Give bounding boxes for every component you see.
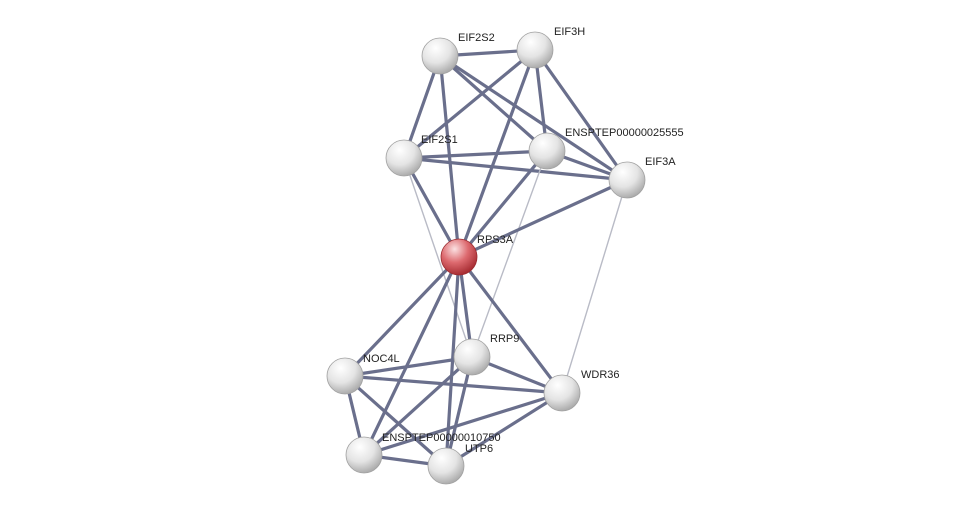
edge-rps3a-ensptep00000010750 <box>362 255 461 457</box>
node-label-eif2s2: EIF2S2 <box>458 32 495 44</box>
edge-noc4l-utp6 <box>343 374 448 468</box>
node-label-utp6: UTP6 <box>465 443 493 455</box>
node-ensptep00000010750[interactable]: ENSPTEP00000010750 <box>345 432 501 474</box>
node-ensptep00000025555[interactable]: ENSPTEP00000025555 <box>528 127 684 170</box>
node-circle-eif2s2[interactable] <box>421 37 459 75</box>
node-circle-ensptep00000010750[interactable] <box>345 436 383 474</box>
node-circle-rps3a[interactable] <box>440 238 478 276</box>
edge-eif3a-rps3a <box>457 178 629 259</box>
edge-noc4l-wdr36 <box>343 374 564 395</box>
node-label-eif3h: EIF3H <box>554 26 585 38</box>
edge-eif2s1-rrp9 <box>403 157 473 358</box>
node-rps3a[interactable]: RPS3A <box>440 234 514 276</box>
node-eif2s2[interactable]: EIF2S2 <box>421 32 495 75</box>
edge-eif3a-wdr36 <box>561 179 628 394</box>
edge-rps3a-wdr36 <box>457 255 564 395</box>
node-label-ensptep00000010750: ENSPTEP00000010750 <box>382 432 501 444</box>
node-circle-eif3h[interactable] <box>516 31 554 69</box>
edge-eif2s1-rps3a <box>402 156 461 259</box>
node-label-eif2s1: EIF2S1 <box>421 134 458 146</box>
node-circle-eif3a[interactable] <box>608 161 646 199</box>
node-circle-noc4l[interactable] <box>326 357 364 395</box>
node-label-rps3a: RPS3A <box>477 234 514 246</box>
node-eif2s1[interactable]: EIF2S1 <box>385 134 458 177</box>
node-label-noc4l: NOC4L <box>363 353 400 365</box>
node-label-ensptep00000025555: ENSPTEP00000025555 <box>565 127 684 139</box>
edge-rrp9-noc4l <box>343 355 474 378</box>
edge-wdr36-utp6 <box>444 391 564 468</box>
node-circle-eif2s1[interactable] <box>385 139 423 177</box>
edge-ensptep00000025555-rrp9 <box>471 150 548 358</box>
node-label-eif3a: EIF3A <box>645 156 676 168</box>
node-eif3a[interactable]: EIF3A <box>608 156 676 199</box>
edge-eif3h-eif3a <box>533 48 629 182</box>
node-circle-rrp9[interactable] <box>453 338 491 376</box>
edge-layer <box>343 48 629 468</box>
node-circle-ensptep00000025555[interactable] <box>528 132 566 170</box>
node-layer: EIF2S2 EIF3H EIF2S1 ENSPTEP00000025555EIF3A… <box>326 26 684 485</box>
node-circle-wdr36[interactable] <box>543 374 581 412</box>
edge-rrp9-utp6 <box>444 355 474 468</box>
node-eif3h[interactable]: EIF3H <box>516 26 585 69</box>
node-noc4l[interactable]: NOC4L <box>326 353 400 395</box>
edge-eif2s1-ensptep00000025555 <box>402 149 549 160</box>
edge-ensptep00000025555-rps3a <box>457 149 549 259</box>
edge-eif3h-eif2s1 <box>402 48 537 160</box>
node-rrp9[interactable]: RRP9 <box>453 333 519 376</box>
edge-eif2s2-eif3a <box>438 54 629 182</box>
node-utp6[interactable]: UTP6 <box>427 443 493 485</box>
edge-rps3a-noc4l <box>343 255 461 378</box>
edge-eif2s1-eif3a <box>402 156 629 182</box>
node-label-rrp9: RRP9 <box>490 333 519 345</box>
edge-eif2s2-ensptep00000025555 <box>438 54 549 153</box>
node-circle-utp6[interactable] <box>427 447 465 485</box>
node-label-wdr36: WDR36 <box>581 369 620 381</box>
edge-rrp9-ensptep00000010750 <box>362 355 474 457</box>
node-wdr36[interactable]: WDR36 <box>543 369 620 412</box>
edge-wdr36-ensptep00000010750 <box>362 391 564 457</box>
